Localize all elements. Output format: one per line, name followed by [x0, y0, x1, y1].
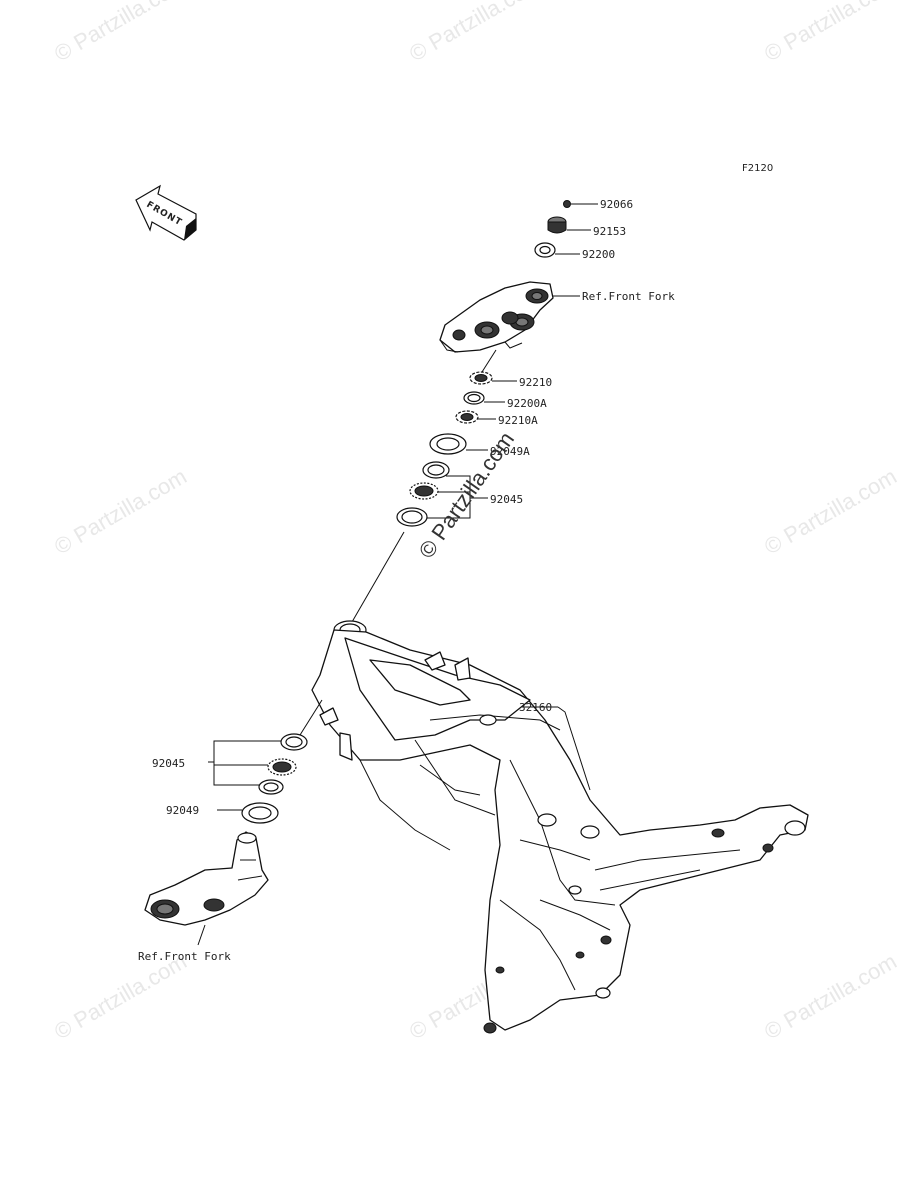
part-label: 92210A [498, 414, 538, 427]
part-92049[interactable]: 92049 [166, 802, 279, 824]
part-92210A[interactable]: 92210A [455, 410, 538, 427]
part-label: 92153 [593, 225, 626, 238]
watermark: © Partzilla.com [50, 464, 191, 560]
part-label: Ref.Front Fork [138, 950, 231, 963]
watermark: © Partzilla.com [760, 949, 901, 1045]
part-label: 92045 [490, 493, 523, 506]
part-92066[interactable]: 92066 [563, 198, 634, 211]
part-label: 92049 [166, 804, 199, 817]
part-label: 92045 [152, 757, 185, 770]
watermark: © Partzilla.com [405, 0, 546, 66]
part-92200A[interactable]: 92200A [463, 391, 547, 410]
part-92045-bottom[interactable]: 92045 [152, 733, 308, 795]
part-92153[interactable]: 92153 [547, 216, 626, 238]
part-label: 92200A [507, 397, 547, 410]
part-label: Ref.Front Fork [582, 290, 675, 303]
lower-triple-clamp[interactable]: Ref.Front Fork [138, 831, 269, 963]
diagram-code: F2120 [742, 163, 773, 174]
part-92210[interactable]: 92210 [469, 371, 552, 389]
part-label: 92049A [490, 445, 530, 458]
watermark: © Partzilla.com [760, 0, 901, 66]
main-frame-32160[interactable]: 32160 [311, 620, 809, 1034]
watermark: © Partzilla.com [50, 0, 191, 66]
upper-triple-clamp[interactable]: Ref.Front Fork [439, 281, 675, 353]
part-label: 92210 [519, 376, 552, 389]
part-label: 92200 [582, 248, 615, 261]
part-92049A[interactable]: 92049A [429, 433, 530, 458]
part-label: 92066 [600, 198, 633, 211]
part-92200[interactable]: 92200 [534, 242, 615, 261]
part-92045-top[interactable]: 92045 [396, 461, 523, 527]
front-arrow-icon: FRONT [135, 184, 197, 241]
watermark: © Partzilla.com [760, 464, 901, 560]
part-label: 32160 [519, 701, 552, 714]
